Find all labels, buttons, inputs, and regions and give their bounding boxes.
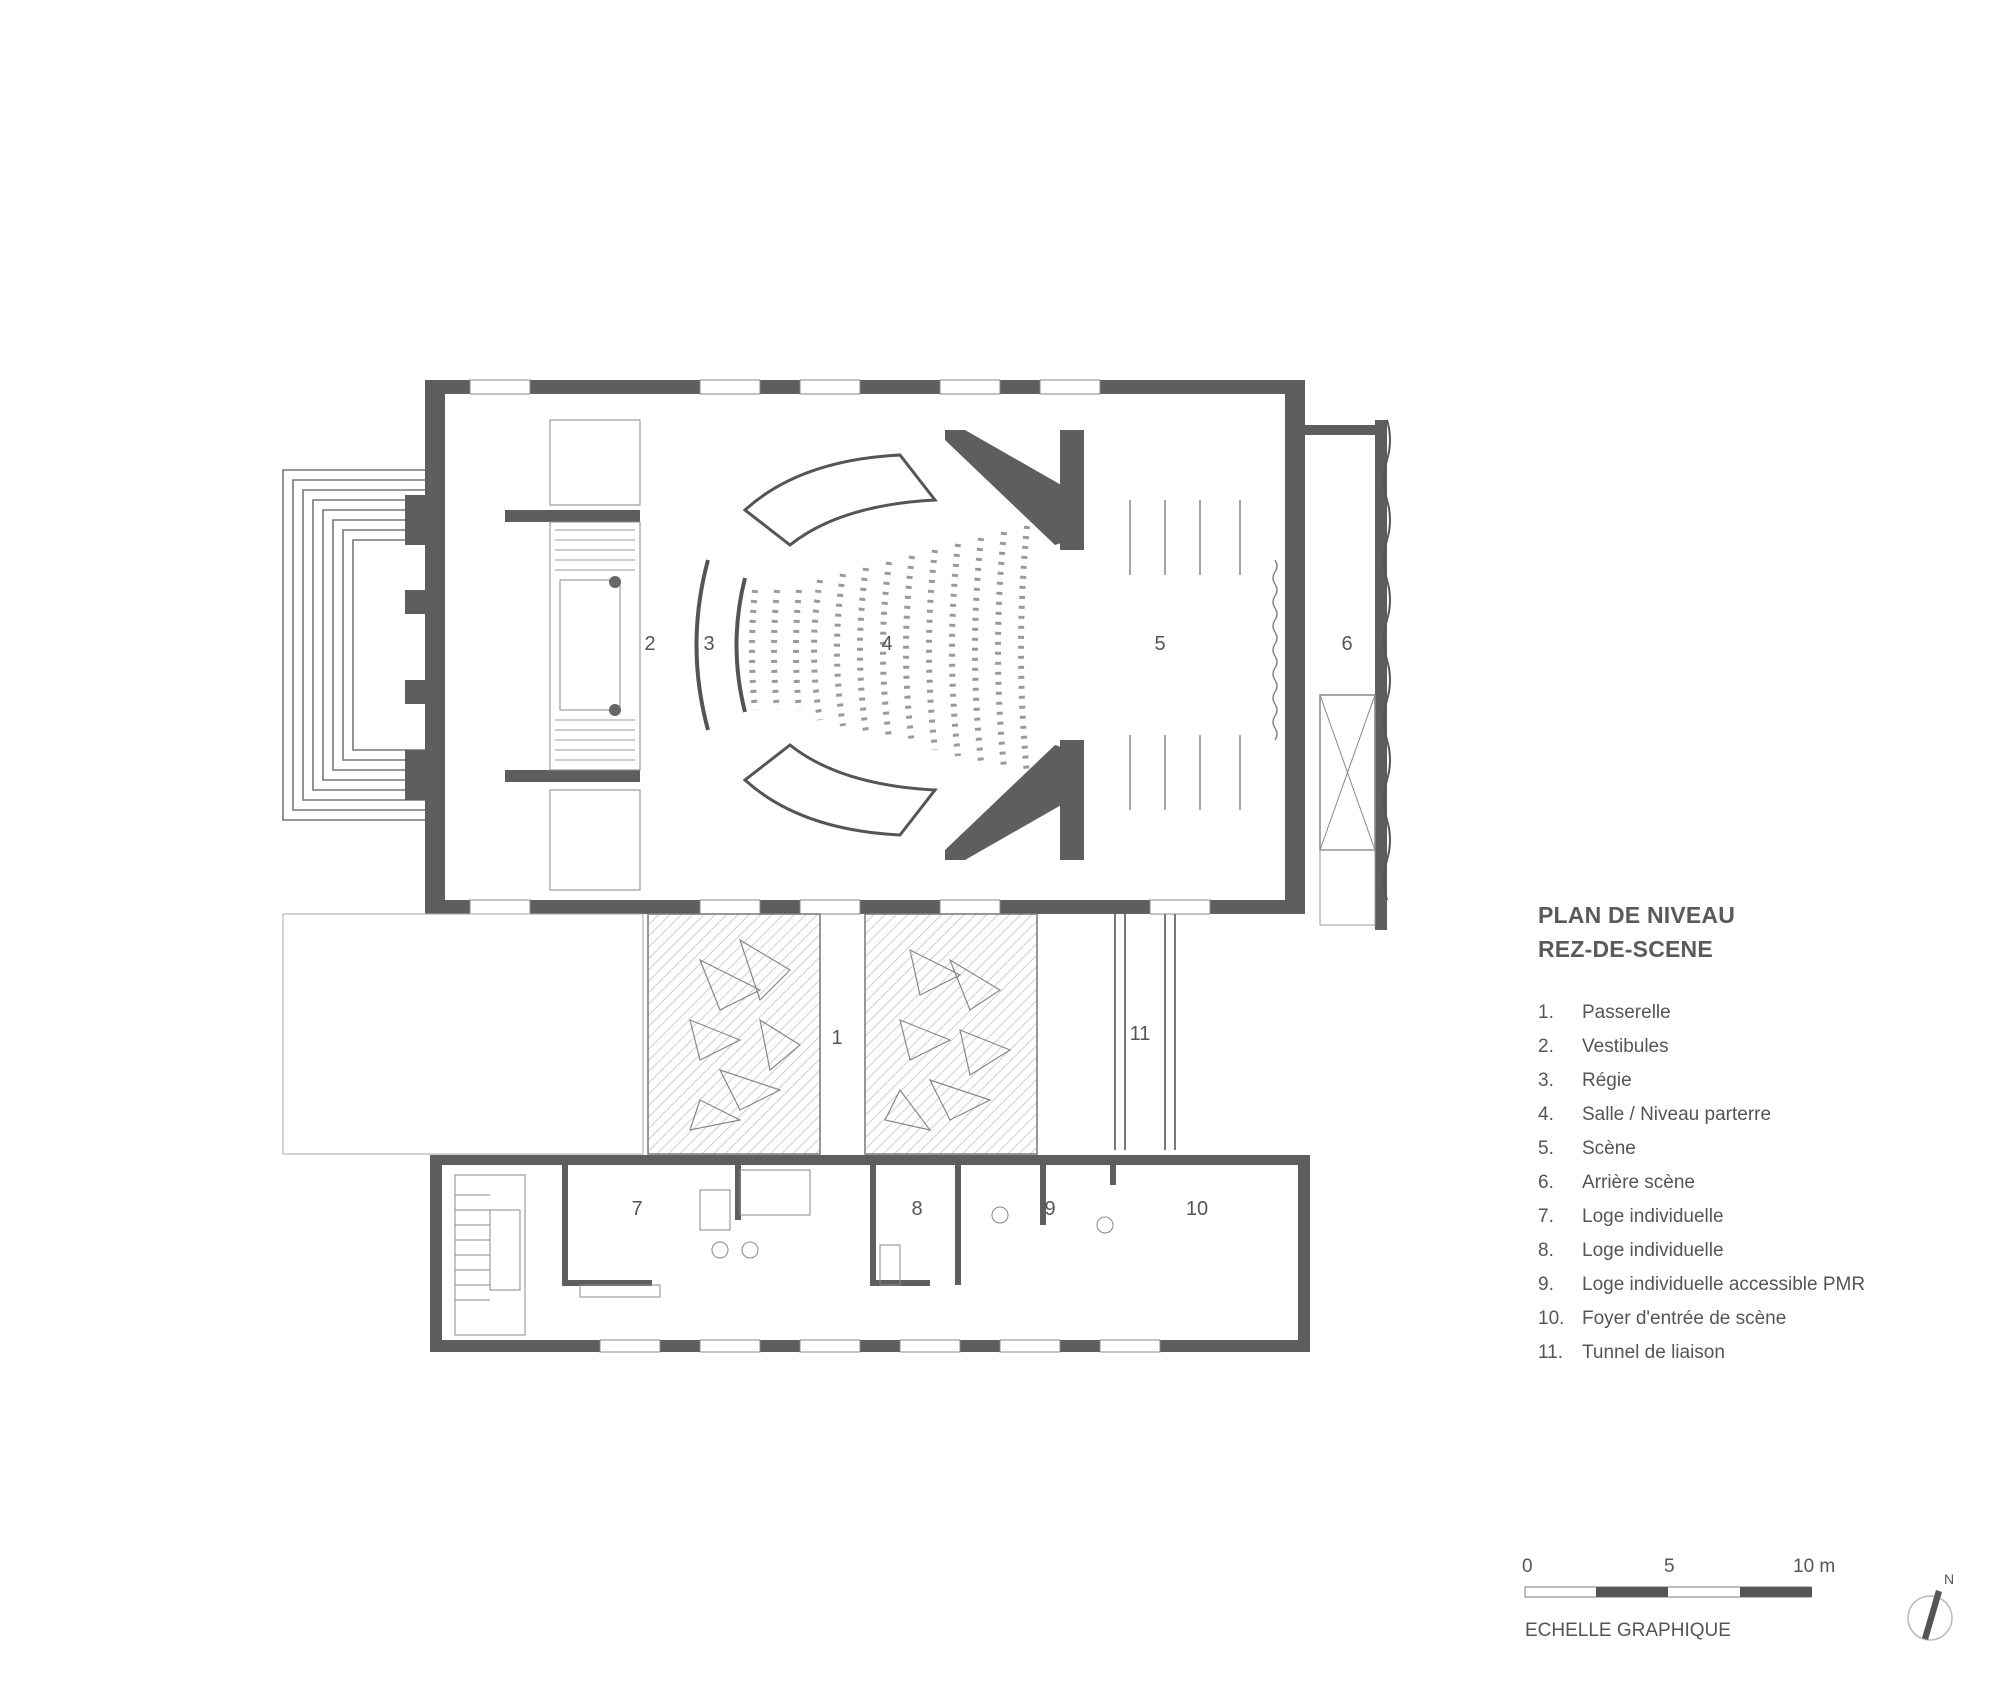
legend-item: 4. Salle / Niveau parterre	[1538, 1098, 1958, 1132]
legend-item-number: 4.	[1538, 1104, 1554, 1125]
legend-item-label: Foyer d'entrée de scène	[1582, 1308, 1787, 1329]
legend-item-number: 7.	[1538, 1206, 1554, 1227]
seat-row	[811, 579, 823, 721]
plan-number-6: 6	[1341, 633, 1352, 655]
legend-item-label: Scène	[1582, 1138, 1636, 1159]
dressing-rooms-walls	[430, 1155, 1310, 1352]
legend-item-label: Vestibules	[1582, 1036, 1669, 1057]
scale-tick-0: 0	[1522, 1556, 1533, 1577]
legend-item-label: Régie	[1582, 1070, 1632, 1091]
legend-item-number: 3.	[1538, 1070, 1554, 1091]
legend-item: 10. Foyer d'entrée de scène	[1538, 1302, 1958, 1336]
regie-walls	[694, 559, 747, 731]
legend-item-number: 11.	[1538, 1342, 1564, 1363]
legend-item: 9. Loge individuelle accessible PMR	[1538, 1268, 1958, 1302]
legend-item: 7. Loge individuelle	[1538, 1200, 1958, 1234]
seat-row	[834, 573, 846, 727]
scale-tick-10: 10 m	[1793, 1556, 1836, 1577]
seat-row	[949, 543, 961, 757]
exterior-steps	[282, 469, 425, 821]
seat-row	[972, 537, 984, 763]
legend-item-number: 6.	[1538, 1172, 1554, 1193]
legend-item-label: Arrière scène	[1582, 1172, 1695, 1193]
plan-number-10: 10	[1186, 1198, 1208, 1220]
scale-bar	[1524, 1586, 1812, 1598]
seat-row	[857, 567, 869, 733]
legend-item-number: 10.	[1538, 1308, 1565, 1329]
legend-item-label: Salle / Niveau parterre	[1582, 1104, 1772, 1125]
scale-title: ECHELLE GRAPHIQUE	[1525, 1620, 1731, 1641]
tunnel-liaison	[1114, 914, 1176, 1150]
stage-towers	[945, 430, 1084, 860]
legend-item-number: 1.	[1538, 1002, 1554, 1023]
legend-item-number: 5.	[1538, 1138, 1554, 1159]
legend-item: 2. Vestibules	[1538, 1030, 1958, 1064]
sanitary-fixtures	[579, 1169, 1114, 1298]
plan-number-9: 9	[1044, 1198, 1055, 1220]
legend-item-label: Loge individuelle	[1582, 1240, 1724, 1261]
legend-item: 3. Régie	[1538, 1064, 1958, 1098]
back-stage	[1305, 419, 1391, 930]
scale-tick-5: 5	[1664, 1556, 1675, 1577]
passerelle-lower-area	[282, 913, 1038, 1155]
legend-item: 1. Passerelle	[1538, 996, 1958, 1030]
legend-item-label: Loge individuelle accessible PMR	[1582, 1274, 1866, 1295]
plan-number-4: 4	[881, 633, 892, 655]
main-hall-walls	[405, 380, 1305, 914]
north-label: N	[1944, 1571, 1954, 1587]
plan-number-7: 7	[631, 1198, 642, 1220]
plan-number-3: 3	[703, 633, 714, 655]
seat-row	[1018, 525, 1030, 775]
legend: PLAN DE NIVEAU REZ-DE-SCENE 1. Passerelle…	[1538, 898, 1958, 1370]
legend-item-number: 9.	[1538, 1274, 1554, 1295]
legend-item: 5. Scène	[1538, 1132, 1958, 1166]
plan-number-8: 8	[911, 1198, 922, 1220]
legend-item-label: Loge individuelle	[1582, 1206, 1724, 1227]
legend-item-number: 8.	[1538, 1240, 1554, 1261]
plan-title-line2: REZ-DE-SCENE	[1538, 936, 1713, 962]
stage-battens	[1129, 500, 1278, 810]
legend-item: 6. Arrière scène	[1538, 1166, 1958, 1200]
seat-row	[880, 561, 892, 739]
room-legend-list: 1. Passerelle 2. Vestibules 3. Régie 4. Salle /…	[1538, 996, 1958, 1370]
legend-item: 11. Tunnel de liaison	[1538, 1336, 1958, 1370]
seat-row	[926, 549, 938, 751]
legend-item-label: Passerelle	[1582, 1002, 1671, 1023]
balconies	[742, 453, 938, 837]
vestibule-stairs	[549, 419, 641, 891]
service-stair	[454, 1174, 526, 1336]
legend-item-label: Tunnel de liaison	[1582, 1342, 1725, 1363]
seat-row-rear	[749, 589, 758, 711]
plan-number-2: 2	[644, 633, 655, 655]
plan-number-5: 5	[1154, 633, 1165, 655]
legend-item: 8. Loge individuelle	[1538, 1234, 1958, 1268]
seat-row-rear	[793, 589, 802, 711]
seat-row-rear	[771, 589, 780, 711]
north-arrow-icon: N	[1907, 1571, 1954, 1641]
seat-row	[903, 555, 915, 745]
legend-item-number: 2.	[1538, 1036, 1554, 1057]
plan-title-line1: PLAN DE NIVEAU	[1538, 902, 1736, 928]
plan-number-1: 1	[831, 1027, 842, 1049]
plan-number-11: 11	[1130, 1023, 1151, 1045]
auditorium-seating	[749, 525, 1030, 775]
seat-row	[995, 531, 1007, 769]
